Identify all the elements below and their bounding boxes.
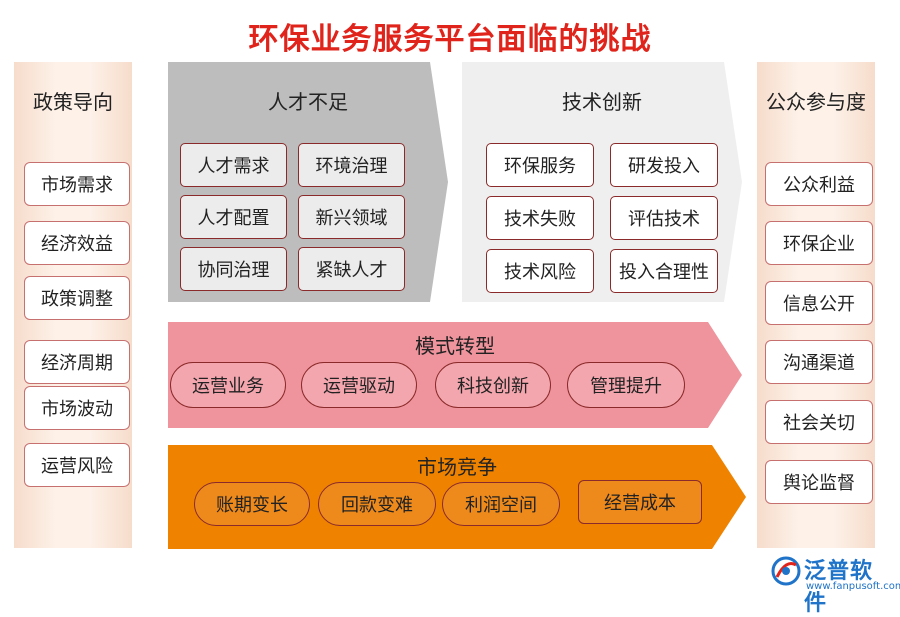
public-item: 环保企业 (765, 221, 873, 265)
market-panel: 市场竞争 账期变长 回款变难 利润空间 经营成本 (168, 445, 746, 549)
tech-item: 技术风险 (486, 249, 594, 293)
talent-item: 紧缺人才 (298, 247, 405, 291)
policy-item: 政策调整 (24, 276, 130, 320)
public-item: 社会关切 (765, 400, 873, 444)
policy-item: 经济效益 (24, 221, 130, 265)
policy-column: 政策导向 市场需求 经济效益 政策调整 经济周期 市场波动 运营风险 (14, 62, 132, 548)
talent-panel: 人才不足 人才需求 环境治理 人才配置 新兴领域 协同治理 紧缺人才 (168, 62, 448, 302)
tech-item: 技术失败 (486, 196, 594, 240)
public-item: 沟通渠道 (765, 340, 873, 384)
market-item: 利润空间 (442, 482, 560, 526)
tech-panel: 技术创新 环保服务 研发投入 技术失败 评估技术 技术风险 投入合理性 (462, 62, 742, 302)
tech-arrow-shape (462, 62, 742, 302)
model-item: 管理提升 (567, 362, 685, 408)
model-item: 运营驱动 (301, 362, 417, 408)
policy-item: 经济周期 (24, 340, 130, 384)
model-item: 运营业务 (170, 362, 286, 408)
tech-item: 研发投入 (610, 143, 718, 187)
policy-heading: 政策导向 (33, 90, 113, 114)
policy-item: 市场需求 (24, 162, 130, 206)
page-title: 环保业务服务平台面临的挑战 (248, 22, 652, 57)
model-item: 科技创新 (435, 362, 551, 408)
model-heading: 模式转型 (415, 334, 495, 358)
market-item: 账期变长 (194, 482, 310, 526)
logo-icon (771, 556, 801, 586)
public-item: 信息公开 (765, 281, 873, 325)
public-item: 公众利益 (765, 162, 873, 206)
model-panel: 模式转型 运营业务 运营驱动 科技创新 管理提升 (168, 322, 742, 428)
market-heading: 市场竞争 (417, 455, 497, 479)
talent-heading: 人才不足 (268, 90, 348, 114)
talent-item: 人才配置 (180, 195, 287, 239)
tech-item: 投入合理性 (610, 249, 718, 293)
tech-item: 环保服务 (486, 143, 594, 187)
fanpusoft-logo: 泛普软件 www.fanpusoft.com (770, 553, 900, 616)
talent-item: 人才需求 (180, 143, 287, 187)
talent-item: 环境治理 (298, 143, 405, 187)
policy-item: 市场波动 (24, 386, 130, 430)
public-heading: 公众参与度 (766, 90, 866, 114)
talent-item: 新兴领域 (298, 195, 405, 239)
public-participation-column: 公众参与度 公众利益 环保企业 信息公开 沟通渠道 社会关切 舆论监督 (757, 62, 875, 548)
logo-url: www.fanpusoft.com (806, 581, 900, 592)
market-item: 回款变难 (318, 482, 436, 526)
tech-item: 评估技术 (610, 196, 718, 240)
tech-heading: 技术创新 (562, 90, 642, 114)
talent-item: 协同治理 (180, 247, 287, 291)
policy-item: 运营风险 (24, 443, 130, 487)
public-item: 舆论监督 (765, 460, 873, 504)
market-item: 经营成本 (578, 480, 702, 524)
